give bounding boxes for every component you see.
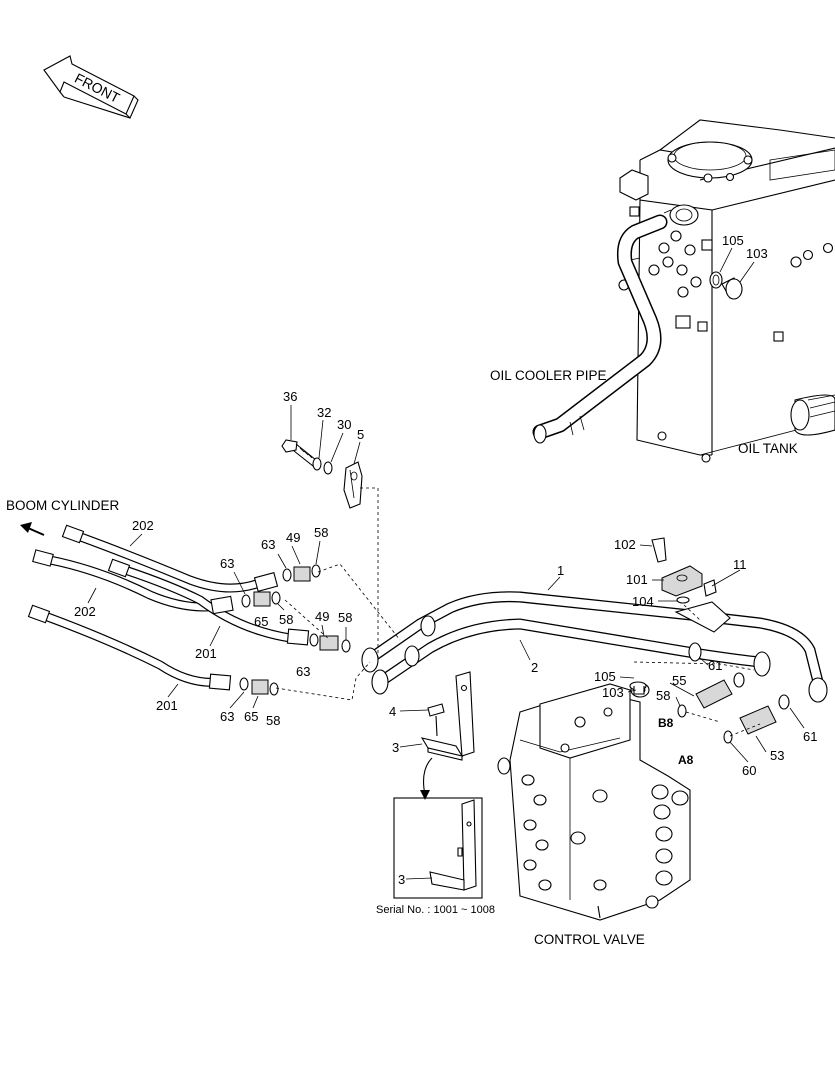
callout-4: 4 [389,704,396,719]
callout-58-e: 58 [656,688,670,703]
oil-tank [618,119,835,463]
callout-102: 102 [614,537,636,552]
dashed-connection-lines [275,487,761,737]
callout-103-top: 103 [746,246,768,261]
callout-104: 104 [632,594,654,609]
leader-lines [87,247,805,880]
callout-63-c: 63 [296,664,310,679]
callout-32: 32 [317,405,331,420]
callout-63-d: 63 [220,709,234,724]
callout-63-a: 63 [261,537,275,552]
boom-cylinder-arrow [20,522,45,536]
callout-30: 30 [337,417,351,432]
oil-cooler-pipe-label: OIL COOLER PIPE [490,368,607,383]
clamp-bolt-assembly [281,439,363,509]
callout-5: 5 [357,427,364,442]
callout-1: 1 [557,563,564,578]
callout-61-lower: 61 [803,729,817,744]
oil-tank-label: OIL TANK [738,441,798,456]
callout-103-bottom: 103 [602,685,624,700]
callout-202-upper: 202 [132,518,154,533]
callout-105-top: 105 [722,233,744,248]
callout-11: 11 [733,557,747,572]
callout-58-a: 58 [314,525,328,540]
callout-58-d: 58 [266,713,280,728]
port-a8-label: A8 [678,753,694,767]
callout-53: 53 [770,748,784,763]
valve-spools [497,757,689,909]
callout-58-b: 58 [279,612,293,627]
callout-49-b: 49 [315,609,329,624]
valve-port-fittings [629,672,790,744]
callout-2: 2 [531,660,538,675]
callout-61-upper: 61 [708,658,722,673]
boom-hoses [27,524,310,691]
control-valve-label: CONTROL VALVE [534,932,645,947]
serial-number-label: Serial No. : 1001 ~ 1008 [376,904,495,916]
callout-63-b: 63 [220,556,234,571]
callout-58-c: 58 [338,610,352,625]
boom-cylinder-label: BOOM CYLINDER [6,498,120,513]
bracket [420,671,475,761]
tank-fittings [618,206,834,463]
callout-202-lower: 202 [74,604,96,619]
front-direction-arrow: FRONT [43,55,139,119]
callout-36: 36 [283,389,297,404]
callout-105-bottom: 105 [594,669,616,684]
serial-inset [393,757,483,899]
callout-201-upper: 201 [195,646,217,661]
port-b8-label: B8 [658,716,674,730]
callout-60: 60 [742,763,756,778]
callout-101: 101 [626,572,648,587]
callout-3-inset: 3 [398,872,405,887]
callout-49-a: 49 [286,530,300,545]
oil-cooler-pipe [532,214,668,444]
callout-65-a: 65 [254,614,268,629]
callout-65-b: 65 [244,709,258,724]
callout-201-lower: 201 [156,698,178,713]
callout-3-bracket: 3 [392,740,399,755]
callout-55: 55 [672,673,686,688]
control-valve [497,682,691,921]
